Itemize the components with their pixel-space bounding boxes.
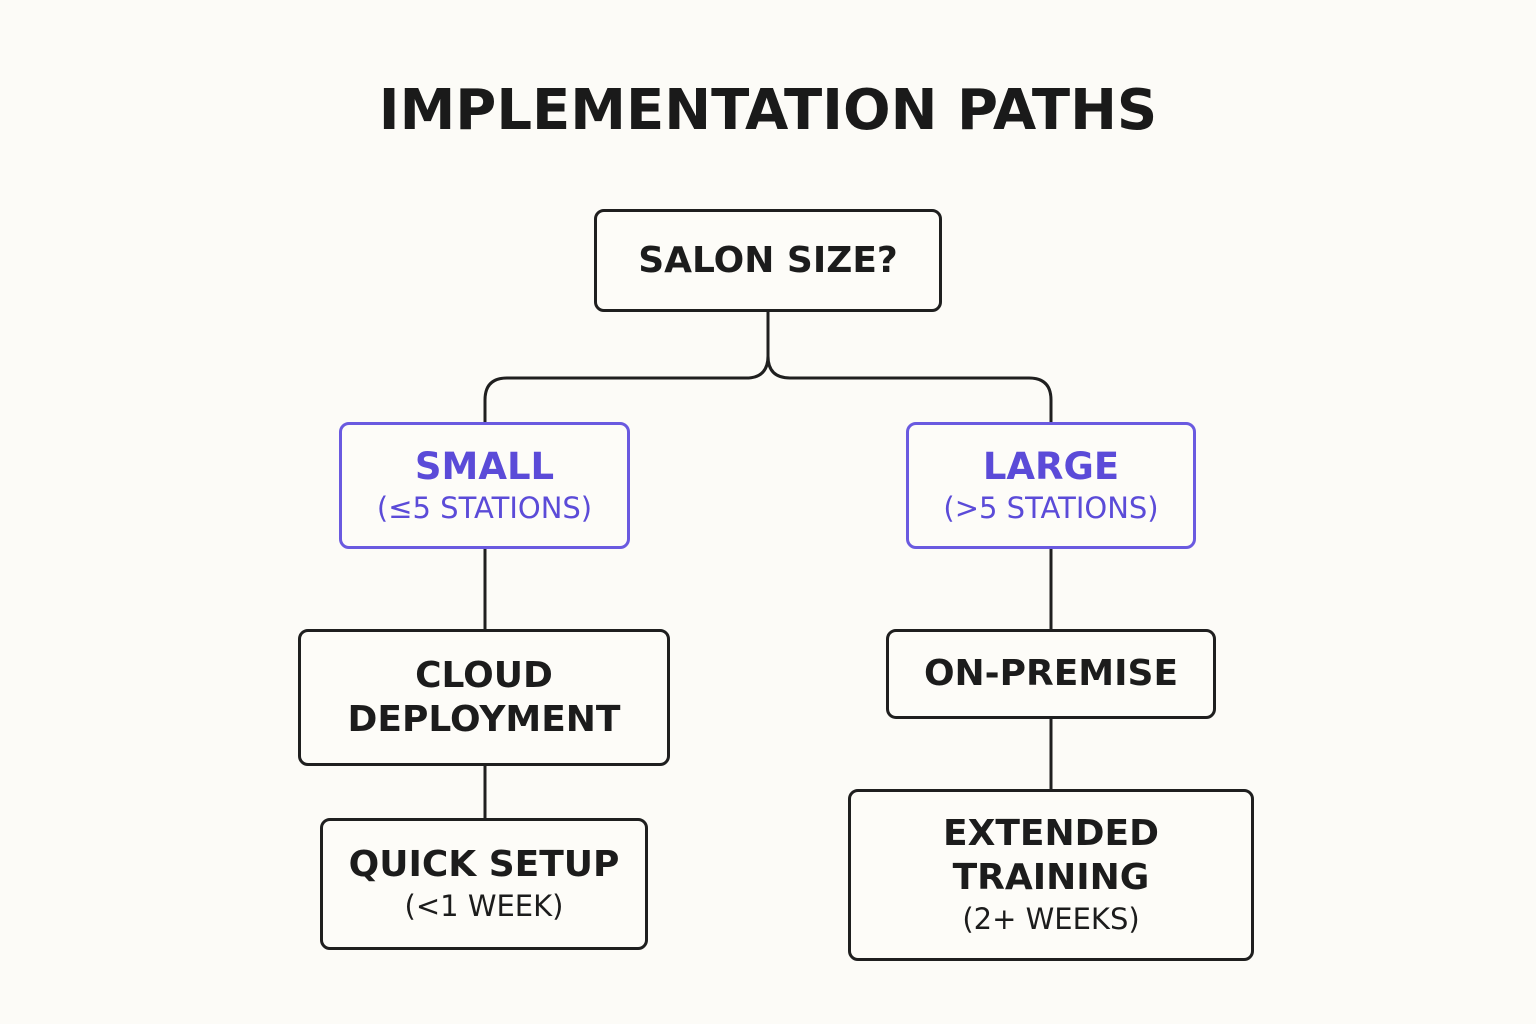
cloud-deployment-node: CLOUD DEPLOYMENT: [298, 629, 670, 766]
large-node: LARGE (>5 STATIONS): [906, 422, 1196, 549]
connector-root-split: [483, 312, 770, 423]
quick-setup-label: QUICK SETUP: [348, 844, 620, 885]
large-node-sublabel: (>5 STATIONS): [943, 490, 1159, 525]
cloud-deployment-label: CLOUD DEPLOYMENT: [347, 654, 621, 740]
small-node-label: SMALL: [414, 444, 555, 488]
on-premise-label: ON-PREMISE: [923, 653, 1179, 694]
root-node-label: SALON SIZE?: [638, 239, 898, 281]
quick-setup-node: QUICK SETUP (<1 WEEK): [320, 818, 648, 950]
connector-root-split-right: [766, 355, 1053, 423]
quick-setup-sublabel: (<1 WEEK): [404, 889, 564, 923]
extended-training-label: EXTENDED TRAINING: [943, 813, 1159, 898]
small-node-sublabel: (≤5 STATIONS): [376, 490, 593, 525]
large-node-label: LARGE: [982, 444, 1120, 488]
extended-training-sublabel: (2+ WEEKS): [962, 902, 1140, 936]
on-premise-node: ON-PREMISE: [886, 629, 1216, 719]
small-node: SMALL (≤5 STATIONS): [339, 422, 630, 549]
root-node: SALON SIZE?: [594, 209, 942, 312]
extended-training-node: EXTENDED TRAINING (2+ WEEKS): [848, 789, 1254, 961]
page-title: IMPLEMENTATION PATHS: [378, 78, 1158, 143]
